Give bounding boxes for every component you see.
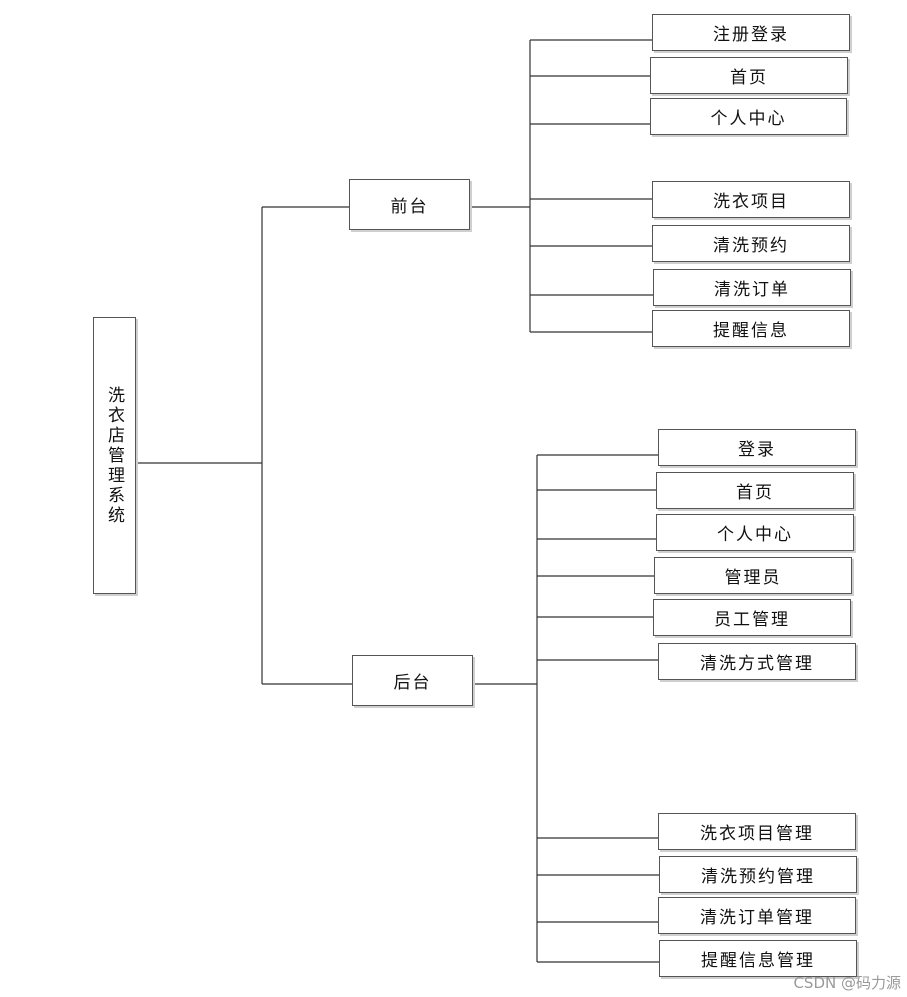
front-item: 注册登录 bbox=[652, 14, 850, 51]
back-item-label: 清洗预约管理 bbox=[701, 867, 815, 887]
back-item: 清洗订单管理 bbox=[658, 897, 856, 934]
front-item: 清洗订单 bbox=[653, 269, 851, 306]
back-item-label: 清洗方式管理 bbox=[700, 654, 814, 674]
front-item-label: 提醒信息 bbox=[713, 321, 789, 341]
back-item-label: 洗衣项目管理 bbox=[700, 824, 814, 844]
back-item-label: 清洗订单管理 bbox=[700, 908, 814, 928]
back-item-label: 首页 bbox=[736, 483, 774, 503]
back-item: 管理员 bbox=[654, 557, 852, 594]
back-item-label: 个人中心 bbox=[717, 525, 793, 545]
root-node: 洗衣店管理系统 bbox=[93, 317, 136, 594]
front-item-label: 注册登录 bbox=[713, 25, 789, 45]
back-item: 清洗方式管理 bbox=[658, 643, 856, 680]
back-item: 员工管理 bbox=[653, 599, 851, 636]
back-item-label: 管理员 bbox=[724, 568, 782, 588]
front-item-label: 洗衣项目 bbox=[713, 192, 789, 212]
front-item: 清洗预约 bbox=[652, 225, 850, 262]
front-item-label: 清洗预约 bbox=[713, 236, 789, 256]
back-item: 洗衣项目管理 bbox=[658, 813, 856, 850]
front-item-label: 清洗订单 bbox=[714, 280, 790, 300]
back-item: 登录 bbox=[658, 429, 856, 466]
back-node: 后台 bbox=[352, 655, 473, 706]
front-item: 提醒信息 bbox=[652, 310, 850, 347]
front-node: 前台 bbox=[349, 179, 470, 230]
front-item-label: 个人中心 bbox=[710, 109, 787, 129]
front-item: 首页 bbox=[650, 57, 848, 94]
front-item-label: 首页 bbox=[730, 68, 768, 88]
back-item: 个人中心 bbox=[656, 514, 854, 551]
back-item-label: 提醒信息管理 bbox=[701, 951, 815, 971]
back-item: 清洗预约管理 bbox=[659, 856, 857, 893]
front-item: 个人中心 bbox=[650, 98, 847, 135]
back-item: 首页 bbox=[656, 472, 854, 509]
watermark-text: CSDN @码力源 bbox=[793, 974, 901, 992]
back-item-label: 员工管理 bbox=[714, 610, 790, 630]
back-item: 提醒信息管理 bbox=[659, 940, 857, 977]
back-item-label: 登录 bbox=[738, 440, 776, 460]
root-label: 洗衣店管理系统 bbox=[104, 385, 124, 526]
front-item: 洗衣项目 bbox=[652, 181, 850, 218]
front-label: 前台 bbox=[390, 197, 429, 217]
back-label: 后台 bbox=[393, 673, 432, 693]
